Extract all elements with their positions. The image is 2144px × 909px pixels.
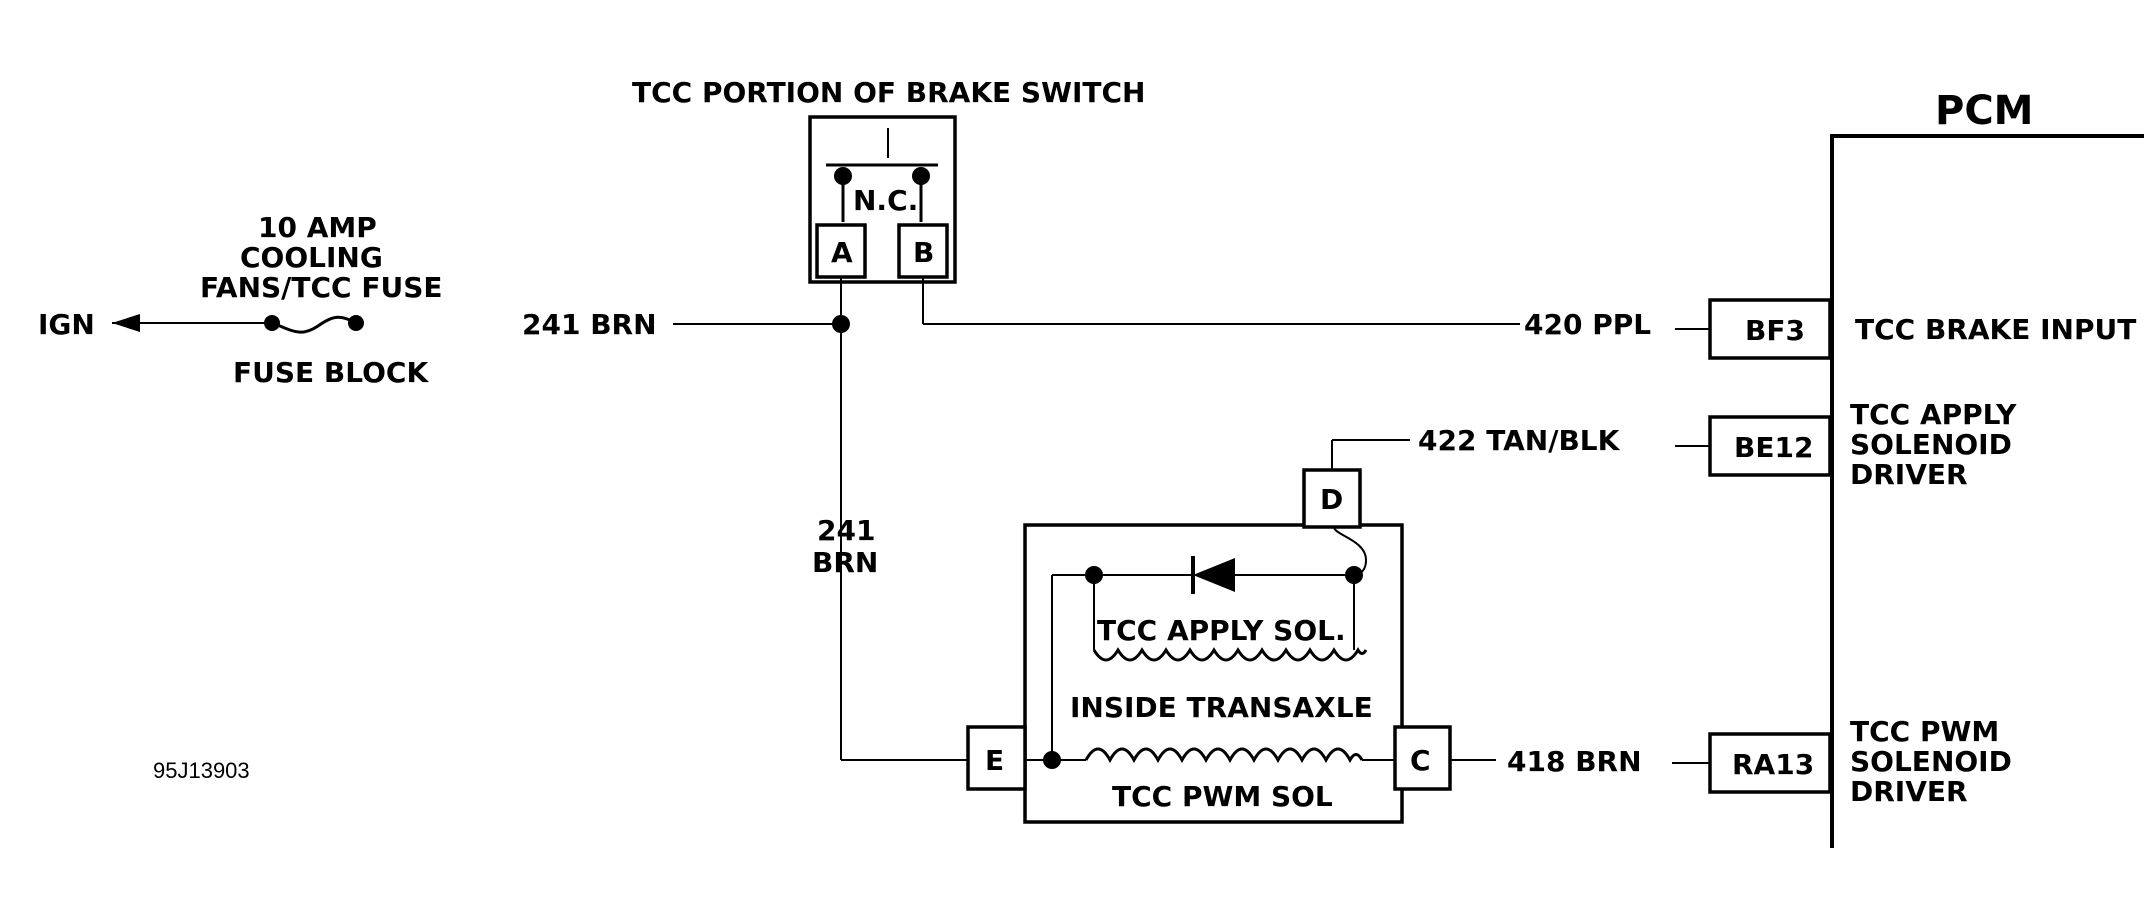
brake-switch-title: TCC PORTION OF BRAKE SWITCH [632,76,1145,109]
pcm-pin-bf3-label: BF3 [1745,314,1805,347]
transaxle-pin-d-label: D [1320,483,1343,516]
pcm-pin-ra13-desc-1: TCC PWM [1850,715,1999,748]
pwm-solenoid-label: TCC PWM SOL [1112,780,1333,813]
pcm-pin-bf3 [1708,298,1832,360]
transaxle-pin-c [1393,725,1452,791]
fuse-rating-line1: 10 AMP [258,211,377,244]
pcm-pin-be12-desc-2: SOLENOID [1850,428,2012,461]
pcm-title: PCM [1935,88,2033,134]
switch-pin-b [897,223,949,279]
fuse-terminal-right [348,315,364,331]
apply-solenoid-label: TCC APPLY SOL. [1097,614,1346,647]
figure-code: 95J13903 [153,758,250,783]
switch-pin-a [815,223,867,279]
diode-icon [1193,558,1235,592]
fuse-rating-line3: FANS/TCC FUSE [200,271,443,304]
brake-switch-housing [808,115,957,284]
wire-label-422-tan-blk: 422 TAN/BLK [1418,424,1621,457]
pcm-pin-ra13 [1708,732,1832,794]
switch-contact-label: N.C. [853,184,918,217]
apply-solenoid-coil-icon [1092,647,1368,662]
fuse-element-icon [271,315,357,334]
wire-label-241-brn: 241 BRN [522,308,657,341]
transaxle-pin-e [966,725,1027,791]
transaxle-pin-c-label: C [1410,744,1431,777]
fuse-rating-line2: COOLING [240,241,383,274]
pcm-pin-ra13-desc-2: SOLENOID [1850,745,2012,778]
transaxle-pin-e-label: E [985,744,1004,777]
wire-label-418-brn: 418 BRN [1507,745,1642,778]
transaxle-label: INSIDE TRANSAXLE [1070,691,1373,724]
ign-label: IGN [38,308,95,341]
switch-pin-b-label: B [913,236,934,269]
ign-arrow-icon [112,314,140,332]
switch-pin-a-label: A [831,236,853,269]
internal-wire-to-d [1333,526,1368,576]
fuse-block-label: FUSE BLOCK [233,356,429,389]
pcm-pin-ra13-desc-3: DRIVER [1850,775,1968,808]
wire-label-420-ppl: 420 PPL [1524,308,1651,341]
pcm-pin-be12-label: BE12 [1734,431,1813,464]
pcm-pin-bf3-desc: TCC BRAKE INPUT [1855,313,2136,346]
pcm-pin-be12-desc-3: DRIVER [1850,458,1968,491]
wire-label-241-branch-num: 241 [817,514,875,547]
wire-label-241-branch-color: BRN [812,546,878,579]
pcm-pin-be12-desc-1: TCC APPLY [1850,398,2017,431]
pwm-solenoid-coil-icon [1084,747,1364,764]
pcm-pin-ra13-label: RA13 [1732,748,1814,781]
transaxle-pin-d [1302,468,1362,529]
